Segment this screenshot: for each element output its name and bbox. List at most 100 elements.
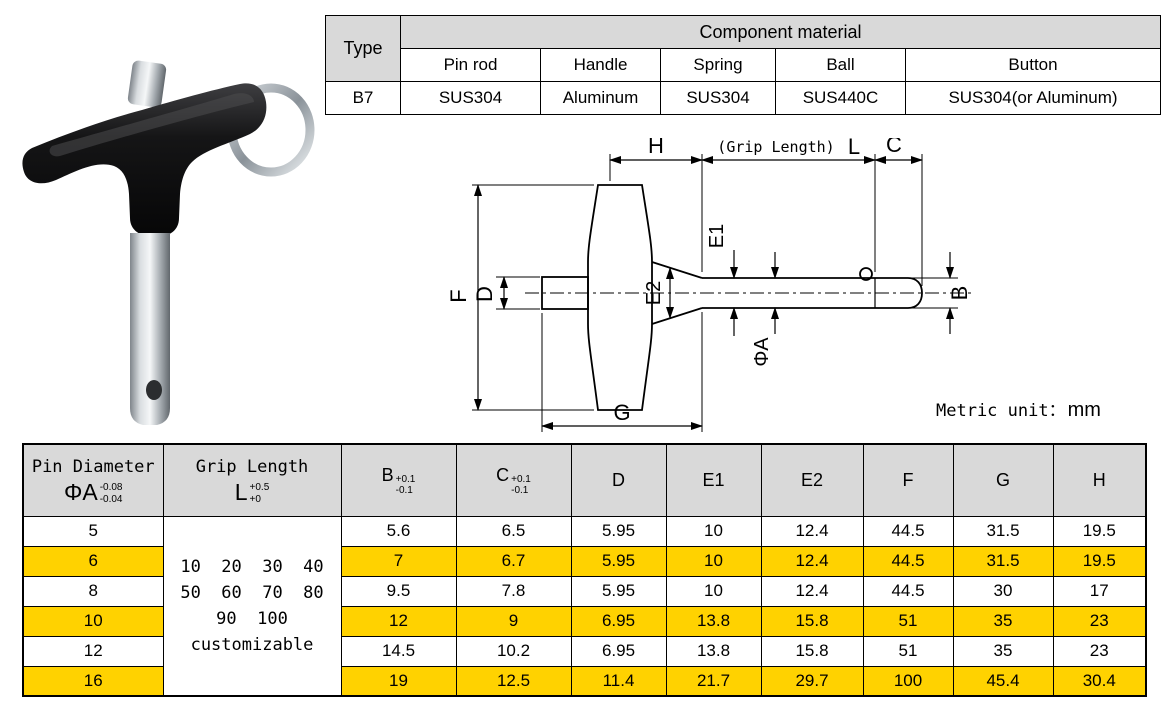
cell-c: 7.8 <box>455 575 572 607</box>
cell-h: 30.4 <box>1052 665 1147 697</box>
cell-e1: 10 <box>665 545 762 577</box>
cell-b: 14.5 <box>340 635 457 667</box>
cell-f: 44.5 <box>862 545 954 577</box>
dim-label-d: D <box>472 286 497 302</box>
cell-g: 35 <box>952 605 1054 637</box>
table-row-highlighted: 6 7 6.7 5.95 10 12.4 44.5 31.5 19.5 <box>22 545 1147 577</box>
grip-options-line: 90 100 <box>216 608 288 629</box>
pin-diameter-title: Pin Diameter <box>31 457 155 478</box>
table-row: 8 9.5 7.8 5.95 10 12.4 44.5 30 17 <box>22 575 1147 607</box>
dimensions-table: Pin Diameter ΦA -0.08 -0.04 Grip Length … <box>22 443 1147 697</box>
material-cell-pin-rod: SUS304 <box>400 81 541 115</box>
table-row: 12 14.5 10.2 6.95 13.8 15.8 51 35 23 <box>22 635 1147 667</box>
handle <box>22 83 267 237</box>
col-header-e2: E2 <box>760 443 864 517</box>
cell-c: 6.7 <box>455 545 572 577</box>
cell-c: 10.2 <box>455 635 572 667</box>
dim-label-phi-a: ΦA <box>751 337 773 367</box>
cell-e1: 13.8 <box>665 605 762 637</box>
material-col-ball: Ball <box>775 48 906 82</box>
dimension-lines <box>474 156 954 430</box>
cell-d: 6.95 <box>570 635 667 667</box>
cell-e1: 10 <box>665 575 762 607</box>
metric-unit-note: Metric unit：mm <box>936 396 1101 422</box>
dim-label-grip-prefix: (Grip Length) <box>717 138 834 156</box>
col-header-g: G <box>952 443 1054 517</box>
cell-f: 51 <box>862 635 954 667</box>
product-photo <box>8 50 323 440</box>
cell-phi-a: 10 <box>22 605 164 637</box>
cell-e1: 13.8 <box>665 635 762 667</box>
material-cell-button: SUS304(or Aluminum) <box>905 81 1161 115</box>
metric-unit-label: Metric unit： <box>936 401 1066 421</box>
product-photo-svg <box>22 60 315 425</box>
cell-h: 23 <box>1052 635 1147 667</box>
material-col-pin-rod: Pin rod <box>400 48 541 82</box>
cell-grip-length-options: 10 20 30 40 50 60 70 80 90 100 customiza… <box>162 515 342 697</box>
cell-e2: 29.7 <box>760 665 864 697</box>
handle-highlight <box>49 93 254 157</box>
cell-phi-a: 5 <box>22 515 164 547</box>
pin-diameter-tolerance: -0.08 -0.04 <box>99 482 123 505</box>
cell-g: 31.5 <box>952 545 1054 577</box>
ball-outline <box>859 267 873 281</box>
cell-b: 9.5 <box>340 575 457 607</box>
extension-lines <box>472 154 958 432</box>
technical-drawing-svg: H (Grip Length) L C F D E2 E1 ΦA B G <box>446 132 975 432</box>
cell-h: 19.5 <box>1052 515 1147 547</box>
grip-length-title: Grip Length <box>195 457 309 478</box>
material-col-spring: Spring <box>660 48 776 82</box>
metric-unit-value: mm <box>1067 399 1101 421</box>
cell-b: 12 <box>340 605 457 637</box>
dim-label-e2: E2 <box>643 281 665 305</box>
grip-options-line: 10 20 30 40 <box>180 556 324 577</box>
cell-e2: 12.4 <box>760 515 864 547</box>
dimension-labels: H (Grip Length) L C F D E2 E1 ΦA B G <box>446 132 972 425</box>
tip-outline <box>875 277 923 309</box>
table-row-highlighted: 16 19 12.5 11.4 21.7 29.7 100 45.4 30.4 <box>22 665 1147 697</box>
cell-d: 5.95 <box>570 515 667 547</box>
cell-c: 12.5 <box>455 665 572 697</box>
cell-d: 6.95 <box>570 605 667 637</box>
cell-f: 44.5 <box>862 515 954 547</box>
material-cell-handle: Aluminum <box>540 81 661 115</box>
cell-d: 11.4 <box>570 665 667 697</box>
cell-f: 100 <box>862 665 954 697</box>
cell-d: 5.95 <box>570 545 667 577</box>
cell-phi-a: 8 <box>22 575 164 607</box>
material-cell-type: B7 <box>325 81 401 115</box>
cell-b: 19 <box>340 665 457 697</box>
material-col-button: Button <box>905 48 1161 82</box>
grip-options-customizable: customizable <box>190 634 314 655</box>
cell-phi-a: 6 <box>22 545 164 577</box>
cell-b: 5.6 <box>340 515 457 547</box>
cell-c: 6.5 <box>455 515 572 547</box>
cell-f: 44.5 <box>862 575 954 607</box>
dim-label-c: C <box>886 138 902 157</box>
dim-label-h: H <box>648 138 664 158</box>
pin-hole <box>146 380 162 400</box>
cell-g: 35 <box>952 635 1054 667</box>
material-group-header: Component material <box>400 15 1161 49</box>
cell-g: 45.4 <box>952 665 1054 697</box>
grip-options-line: 50 60 70 80 <box>180 582 324 603</box>
material-header-row: Type Component material <box>325 15 1161 82</box>
pin-rod <box>130 233 170 425</box>
cell-d: 5.95 <box>570 575 667 607</box>
cell-e1: 10 <box>665 515 762 547</box>
cone-outline <box>651 261 703 325</box>
material-data-row: B7 SUS304 Aluminum SUS304 SUS440C SUS304… <box>325 81 1161 115</box>
material-cell-ball: SUS440C <box>775 81 906 115</box>
col-header-b: B+0.1-0.1 <box>340 443 457 517</box>
button <box>127 60 167 108</box>
technical-drawing: H (Grip Length) L C F D E2 E1 ΦA B G <box>430 132 1020 438</box>
dim-label-e1: E1 <box>706 224 728 248</box>
grip-length-tolerance: +0.5 +0 <box>249 482 270 505</box>
col-header-h: H <box>1052 443 1147 517</box>
col-header-d: D <box>570 443 667 517</box>
cell-f: 51 <box>862 605 954 637</box>
dim-label-b: B <box>947 286 972 301</box>
cell-g: 30 <box>952 575 1054 607</box>
col-header-pin-diameter: Pin Diameter ΦA -0.08 -0.04 <box>22 443 164 517</box>
material-table: Type Component material Pin rod Handle S… <box>325 15 1161 115</box>
